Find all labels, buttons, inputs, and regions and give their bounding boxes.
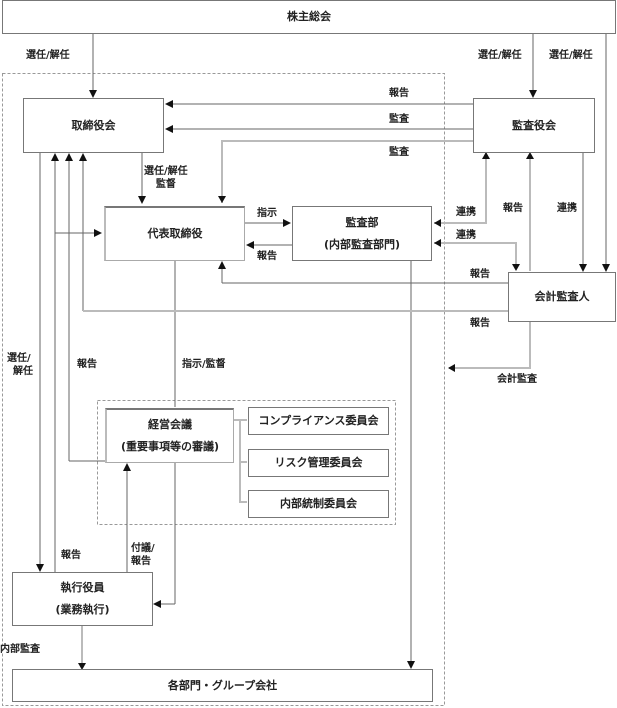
label-audit-board-audit: 監査 — [389, 114, 409, 125]
node-label: 内部統制委員会 — [280, 497, 357, 510]
label-audit-board-report: 報告 — [389, 88, 409, 99]
label-cooperate-3: 連携 — [557, 203, 577, 214]
node-sublabel: (内部監査部門) — [323, 237, 401, 251]
label-elect-board: 選任/解任 — [26, 50, 70, 61]
label-report-auditor-rep: 報告 — [470, 269, 490, 280]
label-line: 選任/ — [7, 353, 31, 364]
label-cooperate-2: 連携 — [456, 230, 476, 241]
node-label: 株主総会 — [287, 10, 331, 23]
label-elect-accounting-auditor: 選任/解任 — [549, 50, 593, 61]
node-label: 監査役会 — [512, 118, 556, 132]
node-departments-group: 各部門・グループ会社 — [12, 669, 433, 702]
node-label: 経営会議 — [148, 418, 192, 431]
label-report-audit-rep: 報告 — [257, 251, 277, 262]
node-label: 会計監査人 — [534, 290, 590, 303]
node-label: 代表取締役 — [147, 227, 203, 240]
node-label: 取締役会 — [71, 118, 116, 132]
node-risk-committee: リスク管理委員会 — [248, 449, 389, 477]
company-boundary — [2, 73, 445, 706]
node-representative-director: 代表取締役 — [104, 206, 245, 261]
label-internal-audit: 内部監査 — [0, 644, 40, 655]
node-accounting-auditor: 会計監査人 — [508, 272, 616, 322]
node-sublabel: (業務執行) — [55, 603, 110, 616]
label-line: 解任 — [13, 366, 33, 377]
label-board-to-rep: 選任/解任 監督 — [144, 165, 188, 191]
node-management-meeting: 経営会議 (重要事項等の審議) — [105, 408, 234, 463]
edge-cooperate-2 — [434, 242, 517, 269]
management-group-boundary — [97, 400, 396, 525]
label-line: 選任/解任 — [144, 166, 188, 177]
node-label: リスク管理委員会 — [274, 456, 363, 469]
node-shareholders-meeting: 株主総会 — [2, 0, 616, 34]
label-report-officers: 報告 — [61, 550, 81, 561]
label-report-left: 報告 — [77, 359, 97, 370]
node-audit-board: 監査役会 — [473, 98, 595, 153]
label-accounting-audit: 会計監査 — [497, 374, 537, 385]
node-audit-department: 監査部 (内部監査部門) — [292, 206, 432, 261]
label-elect-audit-board: 選任/解任 — [478, 50, 522, 61]
label-line: 報告 — [131, 556, 151, 567]
node-label: 各部門・グループ会社 — [167, 678, 278, 692]
edge-cooperate-1 — [434, 152, 487, 224]
label-elect-officers: 選任/ 解任 — [7, 352, 33, 378]
edge-audit-board-audit-rep — [221, 140, 473, 203]
label-submit-report: 付議/ 報告 — [131, 542, 155, 568]
node-sublabel: (重要事項等の審議) — [120, 440, 220, 453]
node-label: 執行役員 — [60, 581, 105, 594]
node-compliance-committee: コンプライアンス委員会 — [248, 407, 389, 435]
node-internal-control-committee: 内部統制委員会 — [248, 490, 389, 518]
label-line: 監督 — [155, 179, 176, 190]
label-report-auditor-board: 報告 — [470, 318, 490, 329]
node-executive-officers: 執行役員 (業務執行) — [12, 572, 153, 626]
label-cooperate-1: 連携 — [456, 207, 476, 218]
label-line: 付議/ — [131, 543, 155, 554]
label-report-auditor-auditboard: 報告 — [503, 203, 523, 214]
node-label: 監査部 — [345, 215, 379, 229]
node-board-of-directors: 取締役会 — [23, 98, 164, 153]
node-label: コンプライアンス委員会 — [258, 414, 379, 427]
label-instruct-supervise: 指示/監督 — [182, 359, 226, 370]
label-instruct: 指示 — [257, 208, 277, 219]
edge-accounting-audit — [449, 321, 531, 369]
label-audit-board-audit-rep: 監査 — [389, 147, 409, 158]
